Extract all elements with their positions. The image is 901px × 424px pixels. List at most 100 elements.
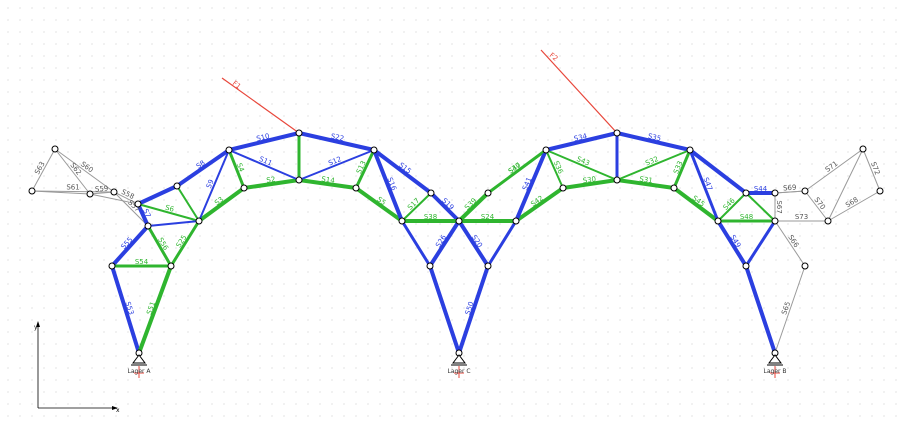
member-label: S5 bbox=[375, 195, 387, 207]
member-label: S24 bbox=[481, 213, 495, 221]
truss-member bbox=[372, 148, 404, 223]
truss-member bbox=[175, 148, 231, 188]
truss-member bbox=[486, 219, 518, 268]
truss-member bbox=[137, 264, 173, 355]
truss-member bbox=[804, 148, 864, 192]
truss-member bbox=[197, 186, 246, 223]
truss-member bbox=[354, 186, 404, 223]
truss-member bbox=[688, 148, 748, 195]
member-label: S35 bbox=[647, 132, 662, 143]
member-label: S10 bbox=[256, 132, 271, 143]
truss-member bbox=[457, 219, 490, 268]
truss-member bbox=[428, 264, 461, 355]
truss-member bbox=[457, 191, 490, 223]
truss-member bbox=[717, 192, 747, 222]
truss-node bbox=[801, 187, 809, 195]
truss-member bbox=[745, 192, 776, 222]
truss-member bbox=[31, 190, 91, 195]
truss-node bbox=[771, 217, 779, 225]
truss-member bbox=[298, 149, 375, 181]
member-label: S73 bbox=[795, 213, 808, 221]
load-label: F1 bbox=[231, 79, 243, 91]
truss-member bbox=[774, 190, 806, 194]
truss-node bbox=[28, 187, 36, 195]
truss-member bbox=[400, 219, 432, 268]
truss-node bbox=[173, 182, 181, 190]
member-label: S39 bbox=[463, 197, 478, 212]
truss-member bbox=[110, 264, 141, 355]
truss-node bbox=[714, 217, 722, 225]
x-axis-label: x bbox=[116, 407, 120, 414]
truss-member bbox=[429, 191, 461, 223]
truss-node bbox=[742, 262, 750, 270]
truss-member bbox=[428, 219, 461, 268]
truss-node bbox=[352, 184, 360, 192]
truss-members bbox=[31, 131, 881, 355]
support-icon bbox=[452, 354, 466, 364]
truss-node bbox=[240, 184, 248, 192]
truss-member bbox=[113, 191, 149, 227]
truss-node bbox=[225, 146, 233, 154]
truss-nodes bbox=[28, 129, 884, 357]
truss-member bbox=[672, 186, 720, 223]
support-icon bbox=[132, 354, 146, 364]
truss-member bbox=[561, 178, 619, 190]
truss-member bbox=[228, 149, 300, 181]
truss-member bbox=[146, 224, 173, 268]
member-label: S44 bbox=[754, 185, 768, 193]
truss-node bbox=[613, 129, 621, 137]
member-label: S8 bbox=[195, 159, 207, 171]
support-label: Lager C bbox=[447, 368, 470, 375]
truss-member bbox=[688, 148, 720, 223]
member-label: S4 bbox=[235, 162, 246, 174]
truss-member bbox=[615, 178, 676, 190]
load-label: F2 bbox=[548, 51, 560, 63]
member-label: S46 bbox=[722, 196, 737, 211]
truss-member bbox=[54, 148, 115, 193]
member-label: S48 bbox=[740, 213, 753, 221]
member-label: S22 bbox=[330, 132, 345, 143]
support-icon bbox=[768, 354, 782, 364]
truss-member bbox=[744, 219, 777, 268]
truss-member bbox=[716, 219, 748, 268]
background-grid bbox=[7, 7, 897, 417]
truss-node bbox=[108, 262, 116, 270]
truss-node bbox=[455, 217, 463, 225]
truss-node bbox=[398, 217, 406, 225]
truss-member bbox=[514, 148, 548, 223]
load-arrow bbox=[540, 49, 618, 134]
truss-member bbox=[227, 131, 301, 152]
truss-node bbox=[512, 217, 520, 225]
truss-member bbox=[137, 203, 200, 222]
member-label: S54 bbox=[135, 258, 149, 266]
truss-node bbox=[824, 217, 832, 225]
member-label: S53 bbox=[124, 301, 136, 316]
truss-node bbox=[134, 200, 142, 208]
truss-member bbox=[545, 149, 564, 189]
truss-member bbox=[372, 148, 433, 195]
truss-member bbox=[744, 264, 777, 355]
member-label: S67 bbox=[775, 200, 783, 213]
truss-member bbox=[297, 131, 376, 152]
truss-node bbox=[771, 189, 779, 197]
member-label: S3 bbox=[213, 195, 225, 207]
truss-member bbox=[672, 148, 692, 190]
truss-node bbox=[613, 176, 621, 184]
truss-member bbox=[862, 148, 881, 192]
load-arrows: F1 F2 bbox=[221, 49, 618, 134]
truss-member bbox=[198, 149, 230, 222]
truss-node bbox=[167, 262, 175, 270]
truss-member bbox=[54, 148, 91, 195]
truss-member bbox=[136, 184, 179, 206]
member-label: S59 bbox=[95, 184, 109, 193]
truss-member bbox=[31, 190, 115, 193]
truss-node bbox=[876, 187, 884, 195]
truss-member bbox=[616, 149, 691, 181]
truss-node bbox=[859, 145, 867, 153]
member-label: S17 bbox=[406, 197, 421, 212]
truss-node bbox=[542, 146, 550, 154]
truss-member bbox=[136, 202, 150, 228]
truss-node bbox=[484, 189, 492, 197]
member-label: S7 bbox=[141, 208, 152, 219]
